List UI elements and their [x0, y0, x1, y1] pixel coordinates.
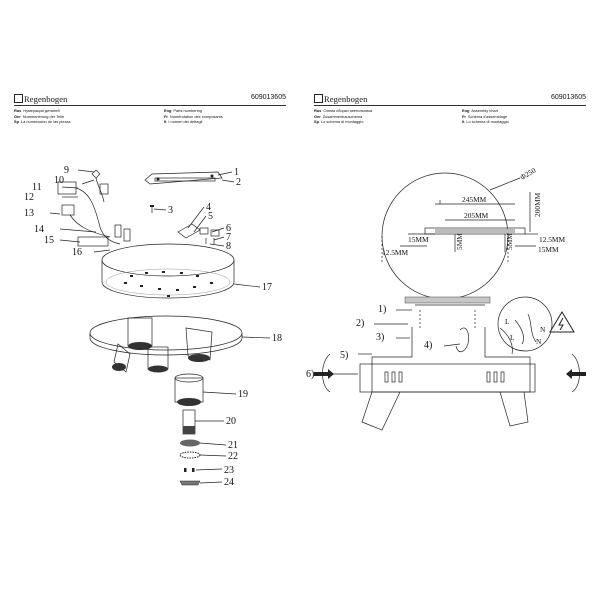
dim-15-left: 15MM	[408, 235, 429, 244]
dim-5-right: 5MM	[505, 233, 514, 250]
wiring-assembly	[57, 169, 131, 247]
dim-diameter: Φ250	[519, 166, 538, 182]
step-6: 6)	[306, 369, 314, 380]
logo-mark-icon	[14, 94, 23, 103]
callout-18: 18	[272, 333, 282, 344]
callout-11: 11	[32, 182, 42, 193]
step-4: 4)	[424, 340, 432, 351]
step-numbers: 1) 2) 3) 4) 5) 6)	[306, 304, 432, 380]
glass-disc	[179, 439, 201, 459]
dim-12-5-right: 12.5MM	[539, 235, 566, 244]
article-code: 609013605	[550, 94, 586, 101]
step-1: 1)	[378, 304, 386, 315]
callout-15: 15	[44, 235, 54, 246]
connector-bracket	[177, 223, 220, 244]
dim-12-5-left: 12.5MM	[382, 248, 409, 257]
spot-left	[112, 343, 131, 373]
spot-center-back	[127, 317, 153, 350]
callout-5: 5	[208, 211, 213, 222]
callout-17: 17	[262, 282, 272, 293]
lamp-bulb	[182, 409, 196, 435]
header-divider	[14, 105, 286, 106]
callout-20: 20	[226, 416, 236, 427]
callout-19: 19	[238, 389, 248, 400]
callout-1: 1	[234, 167, 239, 178]
wire-l-1: L	[505, 317, 510, 326]
assembly-drawing: Φ250 245MM 205MM 200MM 5MM 5MM	[306, 166, 586, 431]
brand-logo: Regenbogen	[14, 94, 68, 104]
assembly-view: L N L N	[306, 296, 586, 431]
electric-warning-icon	[549, 311, 575, 333]
wire-n-1: N	[540, 325, 546, 334]
exploded-parts-drawing: 1 2 3 4 5 6 7 8 9 10 11 12 13 14 15 16 1…	[24, 165, 282, 488]
dim-205: 205MM	[464, 211, 489, 220]
dim-15-right: 15MM	[538, 245, 559, 254]
wiring-detail-circle	[497, 296, 553, 352]
spot-right	[185, 327, 213, 362]
dim-245: 245MM	[462, 195, 487, 204]
callout-21: 21	[228, 440, 238, 451]
callout-8: 8	[226, 241, 231, 252]
step-2: 2)	[356, 318, 364, 329]
dimension-diagram: Φ250 245MM 205MM 200MM 5MM 5MM	[381, 166, 566, 300]
arrow-left-icon	[314, 369, 334, 379]
wire-l-2: L	[510, 333, 515, 342]
callout-24: 24	[224, 477, 234, 488]
arrow-right-icon	[566, 369, 586, 379]
callout-numbers: 1 2 3 4 5 6 7 8 9 10 11 12 13 14 15 16 1…	[24, 165, 282, 488]
callout-4: 4	[206, 202, 211, 213]
callout-22: 22	[228, 451, 238, 462]
header-divider	[314, 105, 586, 106]
callout-10: 10	[54, 175, 64, 186]
callout-23: 23	[224, 465, 234, 476]
callout-13: 13	[24, 208, 34, 219]
fixing-screws	[184, 468, 195, 472]
ceiling-canopy	[101, 243, 235, 299]
wire-n-2: N	[536, 337, 542, 346]
callout-16: 16	[72, 247, 82, 258]
screw-3	[150, 205, 154, 213]
callout-2: 2	[236, 177, 241, 188]
callout-7: 7	[226, 232, 231, 243]
callout-12: 12	[24, 192, 34, 203]
dim-200: 200MM	[533, 192, 542, 217]
step-leaders	[332, 309, 461, 375]
vent-slots-right	[486, 371, 505, 383]
spot-center-front	[147, 346, 169, 373]
article-code: 609013605	[250, 94, 286, 101]
callout-9: 9	[64, 165, 69, 176]
fixture-body	[359, 363, 536, 393]
logo-mark-icon	[314, 94, 323, 103]
spot-19	[174, 373, 204, 406]
retaining-ring	[179, 480, 201, 486]
callout-14: 14	[34, 224, 44, 235]
base-plate-with-spots	[89, 315, 243, 406]
brand-logo: Regenbogen	[314, 94, 368, 104]
step-3: 3)	[376, 332, 384, 343]
vent-slots-left	[384, 371, 403, 383]
mounting-bar	[144, 171, 223, 185]
callout-leaders	[49, 169, 271, 484]
ceiling-plate	[404, 296, 491, 304]
dim-5-left: 5MM	[455, 233, 464, 250]
callout-3: 3	[168, 205, 173, 216]
callout-6: 6	[226, 223, 231, 234]
step-5: 5)	[340, 350, 348, 361]
